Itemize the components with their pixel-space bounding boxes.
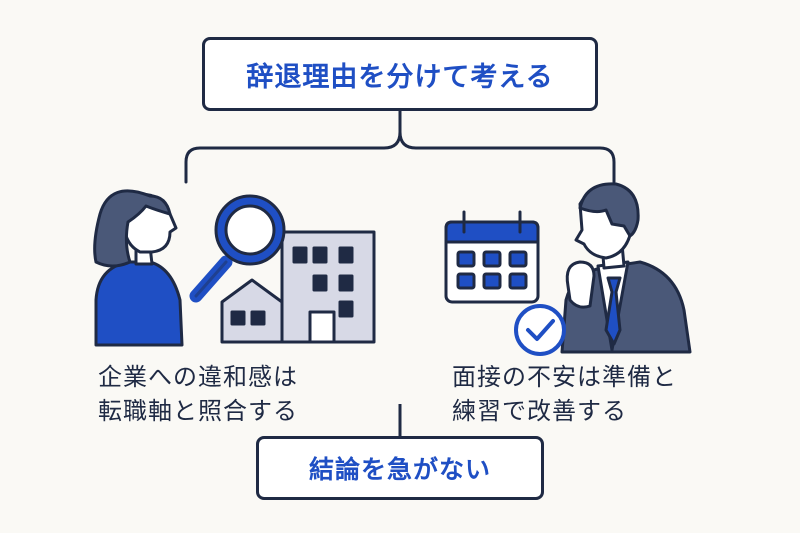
right-caption: 面接の不安は準備と 練習で改善する	[452, 360, 677, 428]
bracket-connector	[184, 109, 616, 184]
right-caption-line-2: 練習で改善する	[452, 397, 627, 425]
left-caption-line-1: 企業への違和感は	[98, 363, 298, 391]
conclusion-box: 結論を急がない	[256, 436, 544, 500]
conclusion-text: 結論を急がない	[308, 455, 491, 484]
businessman-icon	[560, 182, 692, 354]
woman-icon	[93, 189, 184, 347]
right-caption-line-1: 面接の不安は準備と	[452, 363, 677, 391]
title-box: 辞退理由を分けて考える	[202, 37, 598, 111]
left-caption: 企業への違和感は 転職軸と照合する	[98, 360, 298, 428]
title-text: 辞退理由を分けて考える	[246, 61, 554, 93]
magnifier-icon	[189, 194, 286, 303]
calendar-icon	[444, 210, 540, 304]
check-circle-icon	[514, 304, 566, 356]
left-caption-line-2: 転職軸と照合する	[98, 397, 298, 425]
buildings-icon	[220, 230, 376, 344]
